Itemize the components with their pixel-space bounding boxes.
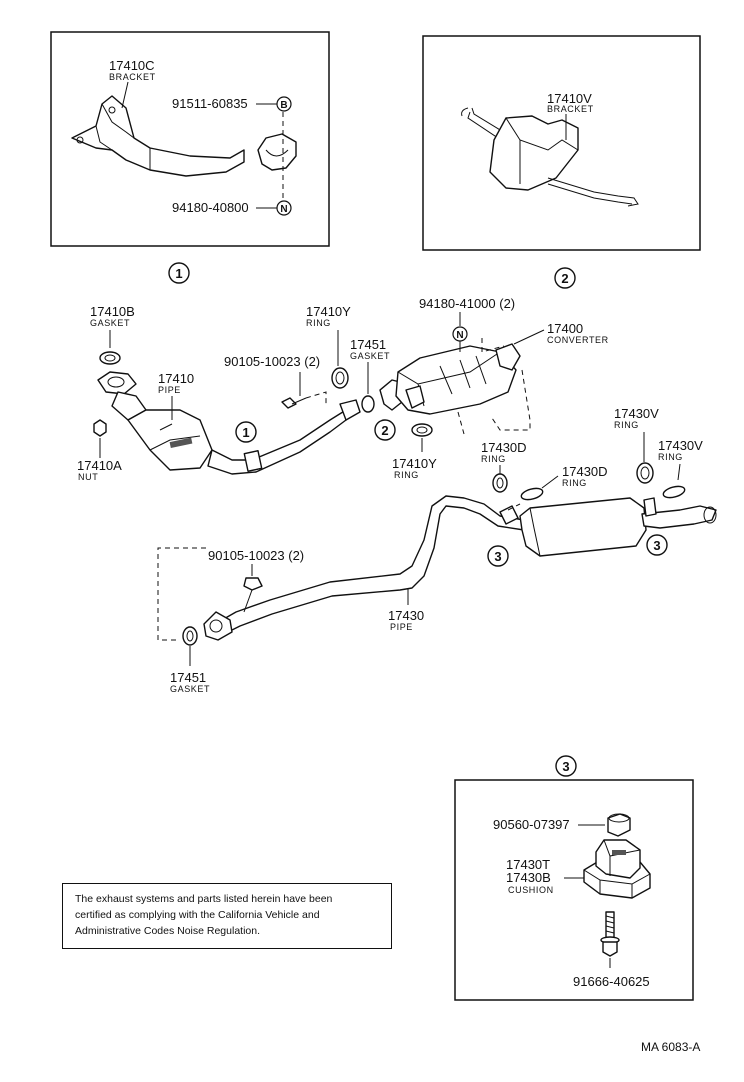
inset-1-frame <box>50 31 330 247</box>
callout-2-label: 2 <box>561 271 568 286</box>
part-number-90560: 90560-07397 <box>493 817 570 832</box>
bolt-91666-drawing <box>600 911 620 957</box>
part-number-17451-top: 17451 <box>350 337 386 352</box>
bolt-90105-bottom-drawing <box>243 577 263 591</box>
cushion-17430b-drawing <box>583 839 651 899</box>
ring-17430v-left-drawing <box>636 462 654 484</box>
part-number-17410v: 17410V <box>547 91 592 106</box>
callout-3-inset-icon <box>555 755 577 777</box>
part-name-ring-17430d-left: RING <box>481 454 506 464</box>
part-number-17410y-bottom: 17410Y <box>392 456 437 471</box>
callout-1-pipe-label: 1 <box>242 425 249 440</box>
inset-2: 17410V BRACKET 2 <box>422 35 701 289</box>
note-line-3: Administrative Codes Noise Regulation. <box>75 925 261 937</box>
main-assembly: 17410B GASKET 17410A NUT 17410 PIPE 1 <box>77 296 717 694</box>
callout-3-right-icon <box>646 534 668 556</box>
part-number-94180-41000: 94180-41000 (2) <box>419 296 515 311</box>
part-number-90105-top: 90105-10023 (2) <box>224 354 320 369</box>
part-number-17410: 17410 <box>158 371 194 386</box>
part-name-ring-17430d-right: RING <box>562 478 587 488</box>
part-name-bracket-17410c: BRACKET <box>109 72 156 82</box>
callout-1-pipe-icon <box>235 421 257 443</box>
callout-1-icon <box>168 262 190 284</box>
ring-17430d-left-drawing <box>492 473 508 493</box>
callout-2-icon <box>554 267 576 289</box>
callout-3-left-label: 3 <box>494 549 501 564</box>
pipe-17430-drawing <box>203 495 717 641</box>
bracket-17410c-drawing <box>71 95 245 177</box>
part-number-91511: 91511-60835 <box>172 96 248 111</box>
inset-3: 3 90560-07397 17430T 17430B CUSHION <box>454 755 694 1001</box>
callout-2-pipe-label: 2 <box>381 423 388 438</box>
part-name-gasket-17451-bottom: GASKET <box>170 684 210 694</box>
part-number-17430d-left: 17430D <box>481 440 527 455</box>
ring-17410y-bottom-drawing <box>411 423 433 437</box>
ring-17410y-top-drawing <box>331 367 349 389</box>
part-number-94180-40800: 94180-40800 <box>172 200 249 215</box>
callout-3-right-label: 3 <box>653 538 660 553</box>
part-name-pipe-17430: PIPE <box>390 622 413 632</box>
california-compliance-note: The exhaust systems and parts listed her… <box>62 883 392 949</box>
n-symbol-converter-label: N <box>456 330 463 341</box>
part-number-91666: 91666-40625 <box>573 974 650 989</box>
n-symbol-label: N <box>280 204 287 215</box>
part-number-17410y-top: 17410Y <box>306 304 351 319</box>
part-number-17451-bottom: 17451 <box>170 670 206 685</box>
part-name-gasket-17451-top: GASKET <box>350 351 390 361</box>
part-number-17430: 17430 <box>388 608 424 623</box>
part-number-90105-bottom: 90105-10023 (2) <box>208 548 304 563</box>
note-line-2: certified as complying with the Californ… <box>75 909 320 921</box>
bracket-17410v-drawing <box>461 107 639 207</box>
clamp-drawing <box>257 133 297 171</box>
gasket-17410b-drawing <box>99 351 121 365</box>
part-name-ring-17430v-right: RING <box>658 452 683 462</box>
b-symbol-label: B <box>280 100 287 111</box>
part-name-bracket-17410v: BRACKET <box>547 104 594 114</box>
callout-1-label: 1 <box>175 266 182 281</box>
part-name-gasket-17410b: GASKET <box>90 318 130 328</box>
part-name-nut-17410a: NUT <box>78 472 98 482</box>
part-name-pipe-17410: PIPE <box>158 385 181 395</box>
ring-17430d-right-drawing <box>520 487 544 501</box>
gasket-17451-bottom-drawing <box>182 626 198 646</box>
part-number-17400: 17400 <box>547 321 583 336</box>
part-name-cushion: CUSHION <box>508 885 554 895</box>
part-number-17430d-right: 17430D <box>562 464 608 479</box>
bolt-90105-top-drawing <box>281 397 297 409</box>
part-number-17430v-left: 17430V <box>614 406 659 421</box>
b-symbol-icon <box>276 96 292 112</box>
part-number-17430t: 17430T <box>506 857 550 872</box>
part-name-converter-17400: CONVERTER <box>547 335 609 345</box>
part-number-17410b: 17410B <box>90 304 135 319</box>
gasket-17451-top-drawing <box>361 395 375 413</box>
n-symbol-icon <box>276 200 292 216</box>
part-number-17430b: 17430B <box>506 870 551 885</box>
callout-3-left-icon <box>487 545 509 567</box>
nut-90560-drawing <box>607 813 631 837</box>
diagram-code: MA 6083-A <box>641 1040 700 1054</box>
inset-2-frame <box>422 35 701 251</box>
callout-3-inset-label: 3 <box>562 759 569 774</box>
note-line-1: The exhaust systems and parts listed her… <box>75 893 333 905</box>
ring-17430v-right-drawing <box>662 485 686 499</box>
inset-1: 17410C BRACKET 91511-60835 B 94180-40800… <box>50 31 330 284</box>
part-name-ring-17430v-left: RING <box>614 420 639 430</box>
callout-2-pipe-icon <box>374 419 396 441</box>
front-pipe-17410-drawing <box>97 371 361 475</box>
inset-3-frame <box>454 779 694 1001</box>
part-number-17410c: 17410C <box>109 58 155 73</box>
part-name-ring-17410y-bottom: RING <box>394 470 419 480</box>
part-number-17410a: 17410A <box>77 458 122 473</box>
part-number-17430v-right: 17430V <box>658 438 703 453</box>
converter-17400-drawing <box>379 343 521 415</box>
part-name-ring-17410y-top: RING <box>306 318 331 328</box>
nut-17410a-drawing <box>93 419 107 437</box>
